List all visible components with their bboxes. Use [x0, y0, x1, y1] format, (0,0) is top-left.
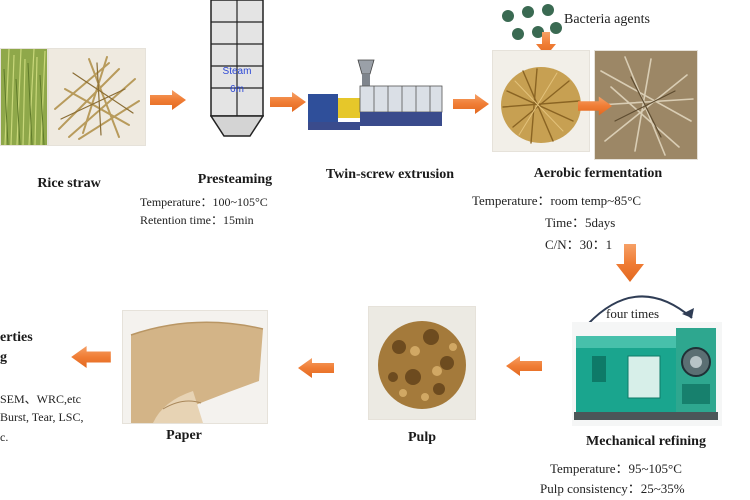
- bacteria-agents-label: Bacteria agents: [564, 12, 650, 27]
- paper-photo: [122, 310, 268, 424]
- presteaming-tower: Steam 6m: [209, 0, 265, 140]
- fermentation-time: Time：5days: [545, 215, 616, 230]
- rice-field-photo: [0, 48, 48, 146]
- presteaming-retention-time: Retention time：15min: [140, 213, 254, 227]
- rice-straw-title: Rice straw: [37, 176, 101, 191]
- paper-title: Paper: [166, 428, 202, 443]
- pulp-photo: [368, 306, 476, 420]
- dry-straw-photo: [48, 48, 146, 146]
- flow-arrow-2: [270, 92, 306, 112]
- fermented-fiber-photo: [594, 50, 698, 160]
- presteaming-title: Presteaming: [197, 172, 273, 187]
- properties-title-line-2: g: [0, 350, 7, 365]
- fermented-straw-photo: [492, 50, 590, 152]
- refining-title: Mechanical refining: [586, 434, 706, 449]
- bacteria-agents-icon: [502, 4, 562, 40]
- refining-loop-arrow: [587, 295, 694, 325]
- flow-arrow-5: [298, 358, 334, 378]
- flow-arrow-6: [71, 346, 111, 368]
- refining-pulp-consistency: Pulp consistency：25~35%: [540, 481, 685, 496]
- flow-arrow-1: [150, 90, 186, 110]
- presteaming-temperature: Temperature：100~105°C: [140, 195, 268, 209]
- pulp-title: Pulp: [407, 430, 436, 445]
- tower-label-steam: Steam: [222, 66, 252, 77]
- refining-loop-label: four times: [606, 306, 660, 321]
- tower-label-height: 6m: [230, 84, 244, 95]
- properties-tests-1: SEM、WRC,etc: [0, 392, 81, 406]
- properties-tests-2: Burst, Tear, LSC,: [0, 410, 84, 424]
- twin-screw-extruder: [308, 58, 448, 134]
- properties-tests-3: c.: [0, 430, 9, 444]
- mechanical-refiner: [572, 322, 722, 426]
- flow-arrow-3: [453, 94, 489, 114]
- properties-title-line-1: erties: [0, 330, 33, 345]
- extrusion-title: Twin-screw extrusion: [325, 167, 455, 182]
- flow-arrow-down: [616, 244, 644, 282]
- fermentation-title: Aerobic fermentation: [533, 166, 663, 181]
- fermentation-inner-arrow: [578, 96, 612, 116]
- refining-temperature: Temperature：95~105°C: [550, 461, 682, 476]
- fermentation-temperature: Temperature：room temp~85°C: [472, 193, 642, 208]
- fermentation-cn-ratio: C/N：30：1: [545, 237, 613, 252]
- flow-arrow-4: [506, 356, 542, 376]
